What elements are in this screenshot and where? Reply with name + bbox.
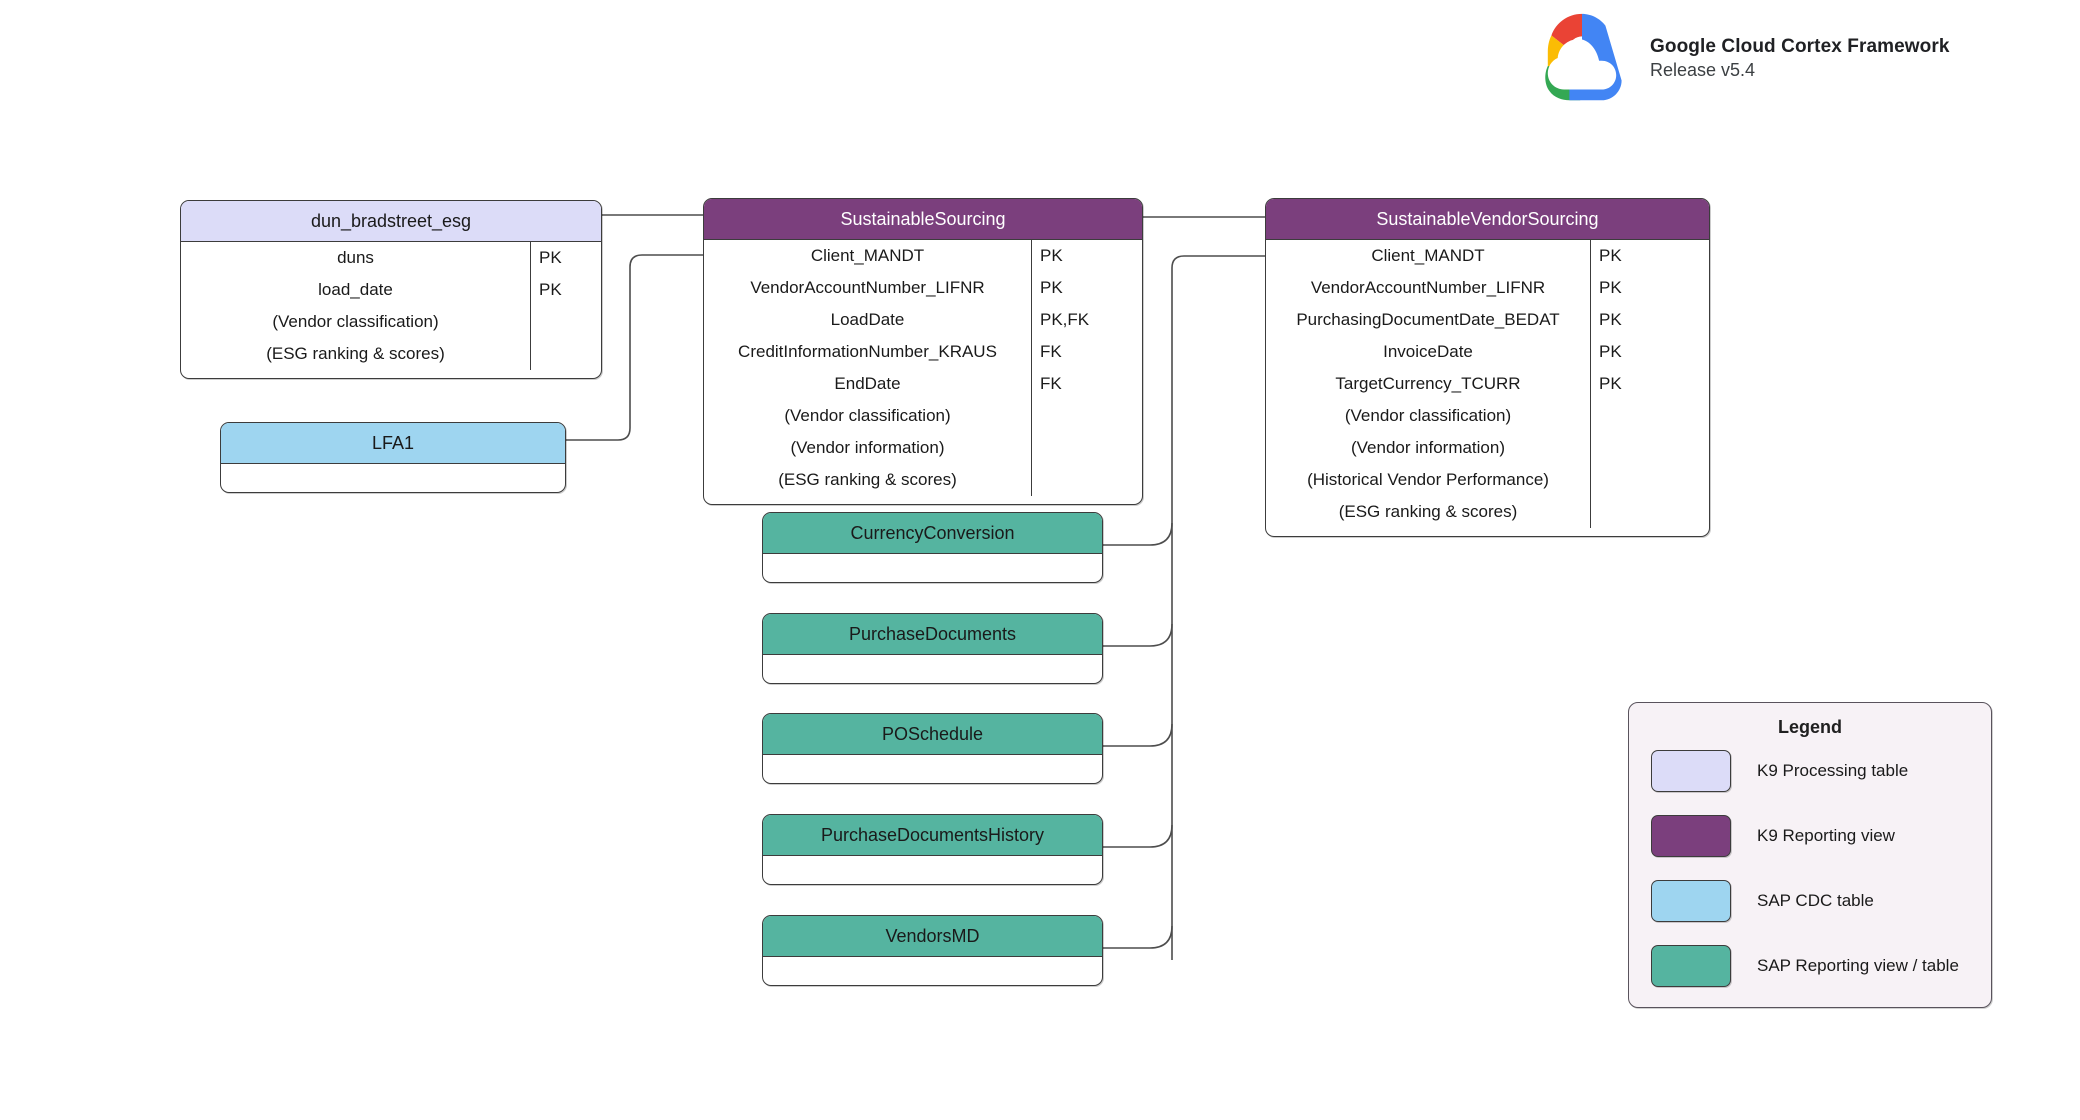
key-row: PK <box>1599 374 1622 393</box>
legend-swatch <box>1651 879 1731 922</box>
field-list: Client_MANDT VendorAccountNumber_LIFNR L… <box>704 240 1031 496</box>
field-row: PurchasingDocumentDate_BEDAT <box>1296 310 1560 329</box>
key-row: PK <box>1040 246 1063 265</box>
wire-vendorsmd-to-trunk <box>1103 925 1173 949</box>
wire-purchasedocumentshistory-to-trunk <box>1103 824 1173 848</box>
wire-sap-trunk-to-vendorsourcing <box>1171 255 1265 960</box>
wire-currencyconversion-to-trunk <box>1103 522 1173 546</box>
field-row: VendorAccountNumber_LIFNR <box>1310 278 1546 297</box>
key-row <box>1591 496 1709 528</box>
entity-title: PurchaseDocuments <box>763 614 1102 655</box>
key-row: PK,FK <box>1040 310 1090 329</box>
brand-title: Google Cloud Cortex Framework <box>1650 35 1950 57</box>
entity-empty-body <box>763 655 1102 683</box>
key-list: PK PK PK,FK FK FK <box>1031 240 1142 496</box>
key-row <box>1032 432 1142 464</box>
key-row <box>531 338 601 370</box>
field-row: (Vendor classification) <box>784 406 951 425</box>
entity-title: CurrencyConversion <box>763 513 1102 554</box>
entity-empty-body <box>763 957 1102 985</box>
key-row <box>1591 400 1709 432</box>
key-row: PK <box>1599 246 1622 265</box>
field-row: Client_MANDT <box>810 246 925 265</box>
brand-header: Google Cloud Cortex Framework Release v5… <box>1528 10 1950 106</box>
legend-label: SAP CDC table <box>1757 890 1874 910</box>
field-row: (ESG ranking & scores) <box>778 470 957 489</box>
field-row: Client_MANDT <box>1371 246 1485 265</box>
key-list: PK PK <box>530 242 601 370</box>
legend-item-k9-processing-table: K9 Processing table <box>1629 738 1991 803</box>
field-row: EndDate <box>834 374 901 393</box>
entity-title: VendorsMD <box>763 916 1102 957</box>
field-row: CreditInformationNumber_KRAUS <box>738 342 997 361</box>
key-row <box>1032 464 1142 496</box>
google-cloud-logo-icon <box>1545 13 1622 101</box>
field-row: InvoiceDate <box>1383 342 1473 361</box>
entity-lfa1[interactable]: LFA1 <box>220 422 566 493</box>
key-row: PK <box>539 280 562 299</box>
legend-panel: Legend K9 Processing table K9 Reporting … <box>1628 702 1992 1008</box>
legend-item-k9-reporting-view: K9 Reporting view <box>1629 803 1991 868</box>
entity-empty-body <box>763 554 1102 582</box>
entity-currency-conversion[interactable]: CurrencyConversion <box>762 512 1103 583</box>
field-row: (ESG ranking & scores) <box>266 344 445 363</box>
entity-sustainable-vendor-sourcing[interactable]: SustainableVendorSourcing Client_MANDT V… <box>1265 198 1710 537</box>
legend-item-sap-reporting-view: SAP Reporting view / table <box>1629 933 1991 998</box>
wire-purchasedocuments-to-trunk <box>1103 623 1173 647</box>
key-row: PK <box>1040 278 1063 297</box>
entity-title: PurchaseDocumentsHistory <box>763 815 1102 856</box>
key-row <box>1591 432 1709 464</box>
key-row: PK <box>539 248 562 267</box>
key-list: PK PK PK PK PK <box>1590 240 1709 528</box>
legend-label: K9 Reporting view <box>1757 825 1895 845</box>
entity-empty-body <box>763 755 1102 783</box>
field-row: (Vendor classification) <box>1344 406 1512 425</box>
entity-title: LFA1 <box>221 423 565 464</box>
entity-dun-bradstreet-esg[interactable]: dun_bradstreet_esg duns load_date (Vendo… <box>180 200 602 379</box>
field-row: (Vendor information) <box>790 438 945 457</box>
brand-release: Release v5.4 <box>1650 59 1756 80</box>
field-row: TargetCurrency_TCURR <box>1335 374 1521 393</box>
field-list: Client_MANDT VendorAccountNumber_LIFNR P… <box>1266 240 1590 528</box>
legend-label: SAP Reporting view / table <box>1757 955 1959 975</box>
entity-title: SustainableSourcing <box>704 199 1142 240</box>
legend-title: Legend <box>1777 717 1842 737</box>
entity-title: dun_bradstreet_esg <box>181 201 601 242</box>
legend-swatch <box>1651 944 1731 987</box>
entity-vendors-md[interactable]: VendorsMD <box>762 915 1103 986</box>
field-row: (Historical Vendor Performance) <box>1307 470 1549 489</box>
entity-po-schedule[interactable]: POSchedule <box>762 713 1103 784</box>
entity-purchase-documents[interactable]: PurchaseDocuments <box>762 613 1103 684</box>
entity-empty-body <box>763 856 1102 884</box>
legend-label: K9 Processing table <box>1757 760 1909 780</box>
field-list: duns load_date (Vendor classification) (… <box>181 242 530 370</box>
key-row: FK <box>1040 342 1062 361</box>
legend-swatch <box>1651 814 1731 857</box>
key-row <box>531 306 601 338</box>
field-row: (ESG ranking & scores) <box>1338 502 1518 521</box>
key-row: FK <box>1040 374 1062 393</box>
key-row <box>1032 400 1142 432</box>
legend-swatch <box>1651 749 1731 792</box>
key-row: PK <box>1599 310 1622 329</box>
entity-title: SustainableVendorSourcing <box>1266 199 1709 240</box>
wire-poschedule-to-trunk <box>1103 723 1173 747</box>
entity-sustainable-sourcing[interactable]: SustainableSourcing Client_MANDT VendorA… <box>703 198 1143 505</box>
field-row: (Vendor information) <box>1350 438 1506 457</box>
key-row: PK <box>1599 342 1622 361</box>
key-row: PK <box>1599 278 1622 297</box>
field-row: VendorAccountNumber_LIFNR <box>750 278 985 297</box>
field-row: LoadDate <box>830 310 905 329</box>
entity-title: POSchedule <box>763 714 1102 755</box>
key-row <box>1591 464 1709 496</box>
entity-purchase-documents-history[interactable]: PurchaseDocumentsHistory <box>762 814 1103 885</box>
legend-item-sap-cdc-table: SAP CDC table <box>1629 868 1991 933</box>
field-row: (Vendor classification) <box>272 312 439 331</box>
entity-empty-body <box>221 464 565 492</box>
field-row: duns <box>337 248 374 267</box>
field-row: load_date <box>318 280 393 299</box>
